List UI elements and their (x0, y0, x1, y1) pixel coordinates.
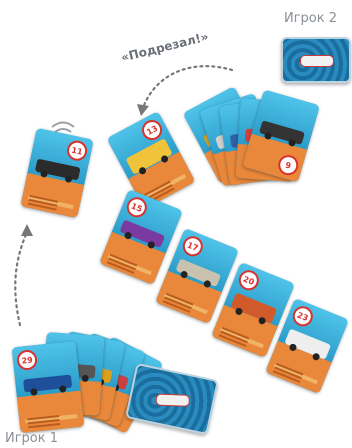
player2-deck[interactable] (281, 37, 351, 83)
arrowhead-down-icon (137, 104, 149, 116)
car-emblem-icon (156, 394, 190, 407)
player1-label: Игрок 1 (5, 431, 58, 446)
arrow-player1-to-center (15, 232, 27, 325)
car-emblem-icon (300, 55, 334, 67)
player1-hand-card[interactable]: 29 (12, 341, 85, 433)
arrowhead-up-icon (21, 224, 33, 236)
signal-waves-icon (52, 123, 74, 133)
player2-label: Игрок 2 (284, 11, 337, 26)
